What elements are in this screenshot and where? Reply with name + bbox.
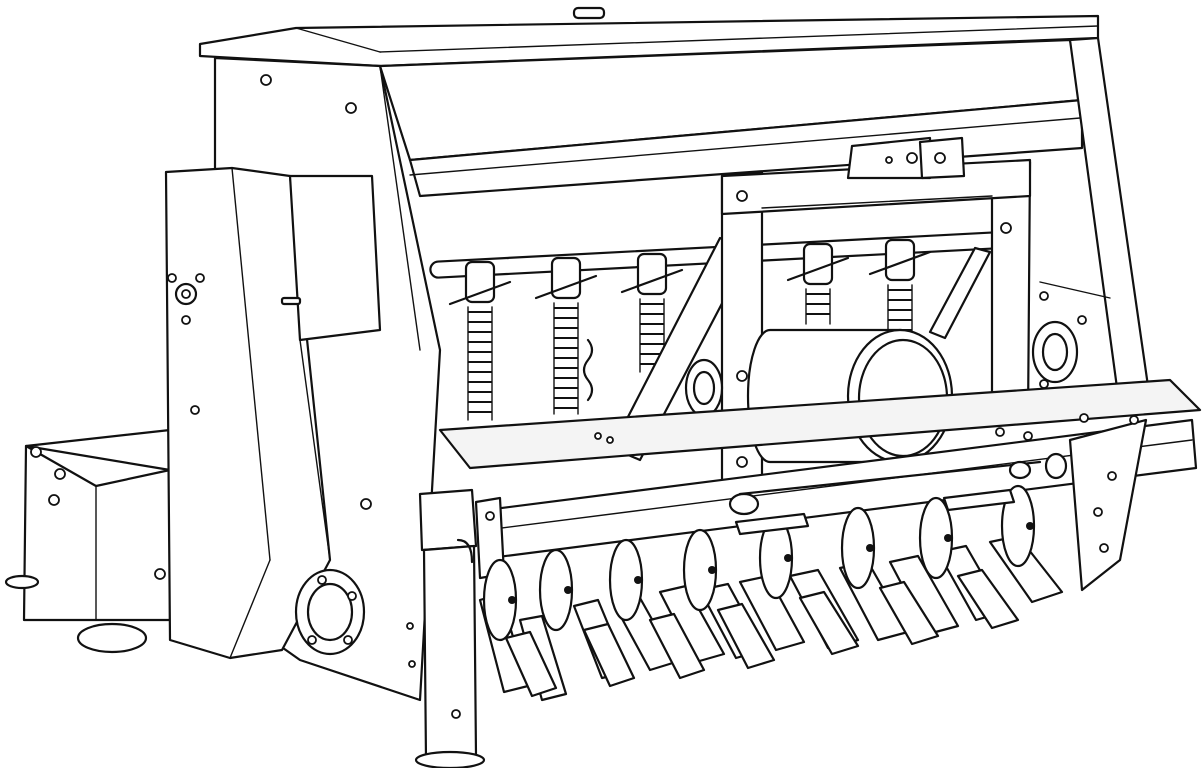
panel-bolts <box>260 74 1139 668</box>
metering-unit-1 <box>448 260 512 421</box>
tiller-right-end-plate <box>1068 418 1148 592</box>
parking-stand <box>414 488 486 768</box>
drive-chain <box>582 338 594 402</box>
hitch-frame <box>720 136 1032 486</box>
depth-adjust-rod <box>728 452 1068 536</box>
metering-unit-4 <box>786 242 850 325</box>
rotor-flanges <box>482 484 1036 642</box>
metering-units <box>448 238 932 421</box>
metering-unit-3 <box>620 252 684 373</box>
tiller-housing-top <box>438 378 1202 470</box>
metering-unit-5 <box>868 238 932 337</box>
side-bearing-flange <box>294 568 366 656</box>
seed-hopper <box>378 36 1152 412</box>
tiller-blade-tips <box>504 568 1020 698</box>
rear-roller-frame <box>4 428 172 654</box>
right-bearing <box>1031 320 1079 384</box>
metering-unit-2 <box>534 256 598 415</box>
left-bearing <box>684 358 724 418</box>
